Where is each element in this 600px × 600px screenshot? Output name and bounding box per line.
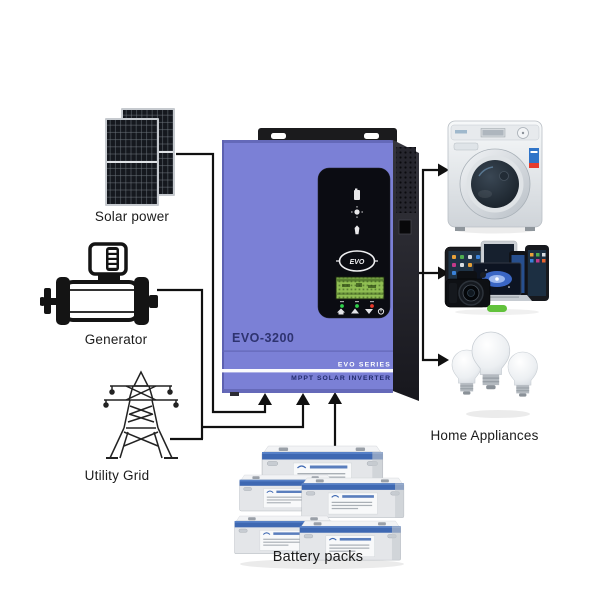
divider-line <box>222 350 393 352</box>
status-icons <box>351 188 363 235</box>
bracket-slot-icon <box>271 133 286 139</box>
generator-icon <box>40 242 158 325</box>
lcd-screen <box>335 276 385 300</box>
ac-input-connector <box>202 403 305 429</box>
inverter-unit: EVO <box>222 128 419 401</box>
body-bottom-edge <box>222 389 393 393</box>
side-socket-icon <box>398 219 412 235</box>
generator-label: Generator <box>84 332 148 347</box>
green-led-icon <box>340 304 344 308</box>
smartphone-icon <box>525 245 549 301</box>
vent-grille-icon <box>396 147 416 213</box>
bulb-right <box>507 351 538 398</box>
solar-panel-front <box>105 118 159 206</box>
battery-label: Battery packs <box>272 549 364 565</box>
touch-status-icon <box>354 225 360 235</box>
green-led-icon <box>355 304 359 308</box>
bottom-tab <box>230 392 239 396</box>
heatsink-side <box>393 140 419 401</box>
product-type-text: MPPT SOLAR INVERTER <box>291 375 391 382</box>
washer-door[interactable] <box>459 148 531 220</box>
up-button-icon[interactable] <box>351 308 359 314</box>
appliances-label: Home Appliances <box>430 428 539 443</box>
generator-to-inverter-connector <box>157 288 204 439</box>
led-indicators <box>340 301 374 308</box>
home-button-icon[interactable] <box>337 308 345 315</box>
arrow-up-ac-input-icon <box>296 393 310 405</box>
arrow-right-electronics-icon <box>438 266 449 280</box>
charge-status-icon <box>351 206 363 218</box>
battery-pack-icon <box>234 445 405 569</box>
button-row <box>337 308 385 315</box>
red-led-icon <box>370 304 374 308</box>
gadget-icon <box>487 305 507 312</box>
evo-logo: EVO <box>336 250 378 272</box>
solar-to-inverter-connector <box>176 152 267 414</box>
down-button-icon[interactable] <box>365 309 373 314</box>
generator-drawing <box>40 242 158 325</box>
body-top-edge <box>222 140 393 143</box>
consumer-electronics-icon <box>444 240 549 315</box>
washing-machine-icon <box>447 120 543 234</box>
battery-mid-right <box>301 477 405 519</box>
connector-group <box>157 152 438 450</box>
arrow-right-bulbs-icon <box>438 353 449 367</box>
detergent-drawer[interactable] <box>453 142 479 151</box>
utility-tower-icon <box>103 370 179 459</box>
bracket-slot-icon <box>364 133 379 139</box>
evo-logo-text: EVO <box>350 259 365 266</box>
led-bulbs-icon <box>451 331 538 418</box>
utility-label: Utility Grid <box>84 468 150 483</box>
white-stripe <box>222 369 393 373</box>
battery-status-icon <box>355 188 358 191</box>
series-text: EVO SERIES <box>338 362 391 369</box>
energy-sticker-icon <box>529 148 539 168</box>
solar-label: Solar power <box>94 209 170 224</box>
model-number-text: EVO-3200 <box>232 331 294 345</box>
camera-icon <box>445 271 491 308</box>
battery-status-icon <box>354 190 360 200</box>
pylon-drawing <box>103 370 179 459</box>
solar-panels-icon <box>105 108 175 206</box>
bulb-center <box>471 331 511 390</box>
body-left-edge <box>222 140 224 393</box>
arrow-up-solar-input-icon <box>258 393 272 405</box>
output-branch-connector <box>421 168 438 362</box>
arrow-right-washer-icon <box>438 163 449 177</box>
arrow-up-battery-icon <box>328 392 342 404</box>
enter-button-icon[interactable] <box>377 308 385 315</box>
